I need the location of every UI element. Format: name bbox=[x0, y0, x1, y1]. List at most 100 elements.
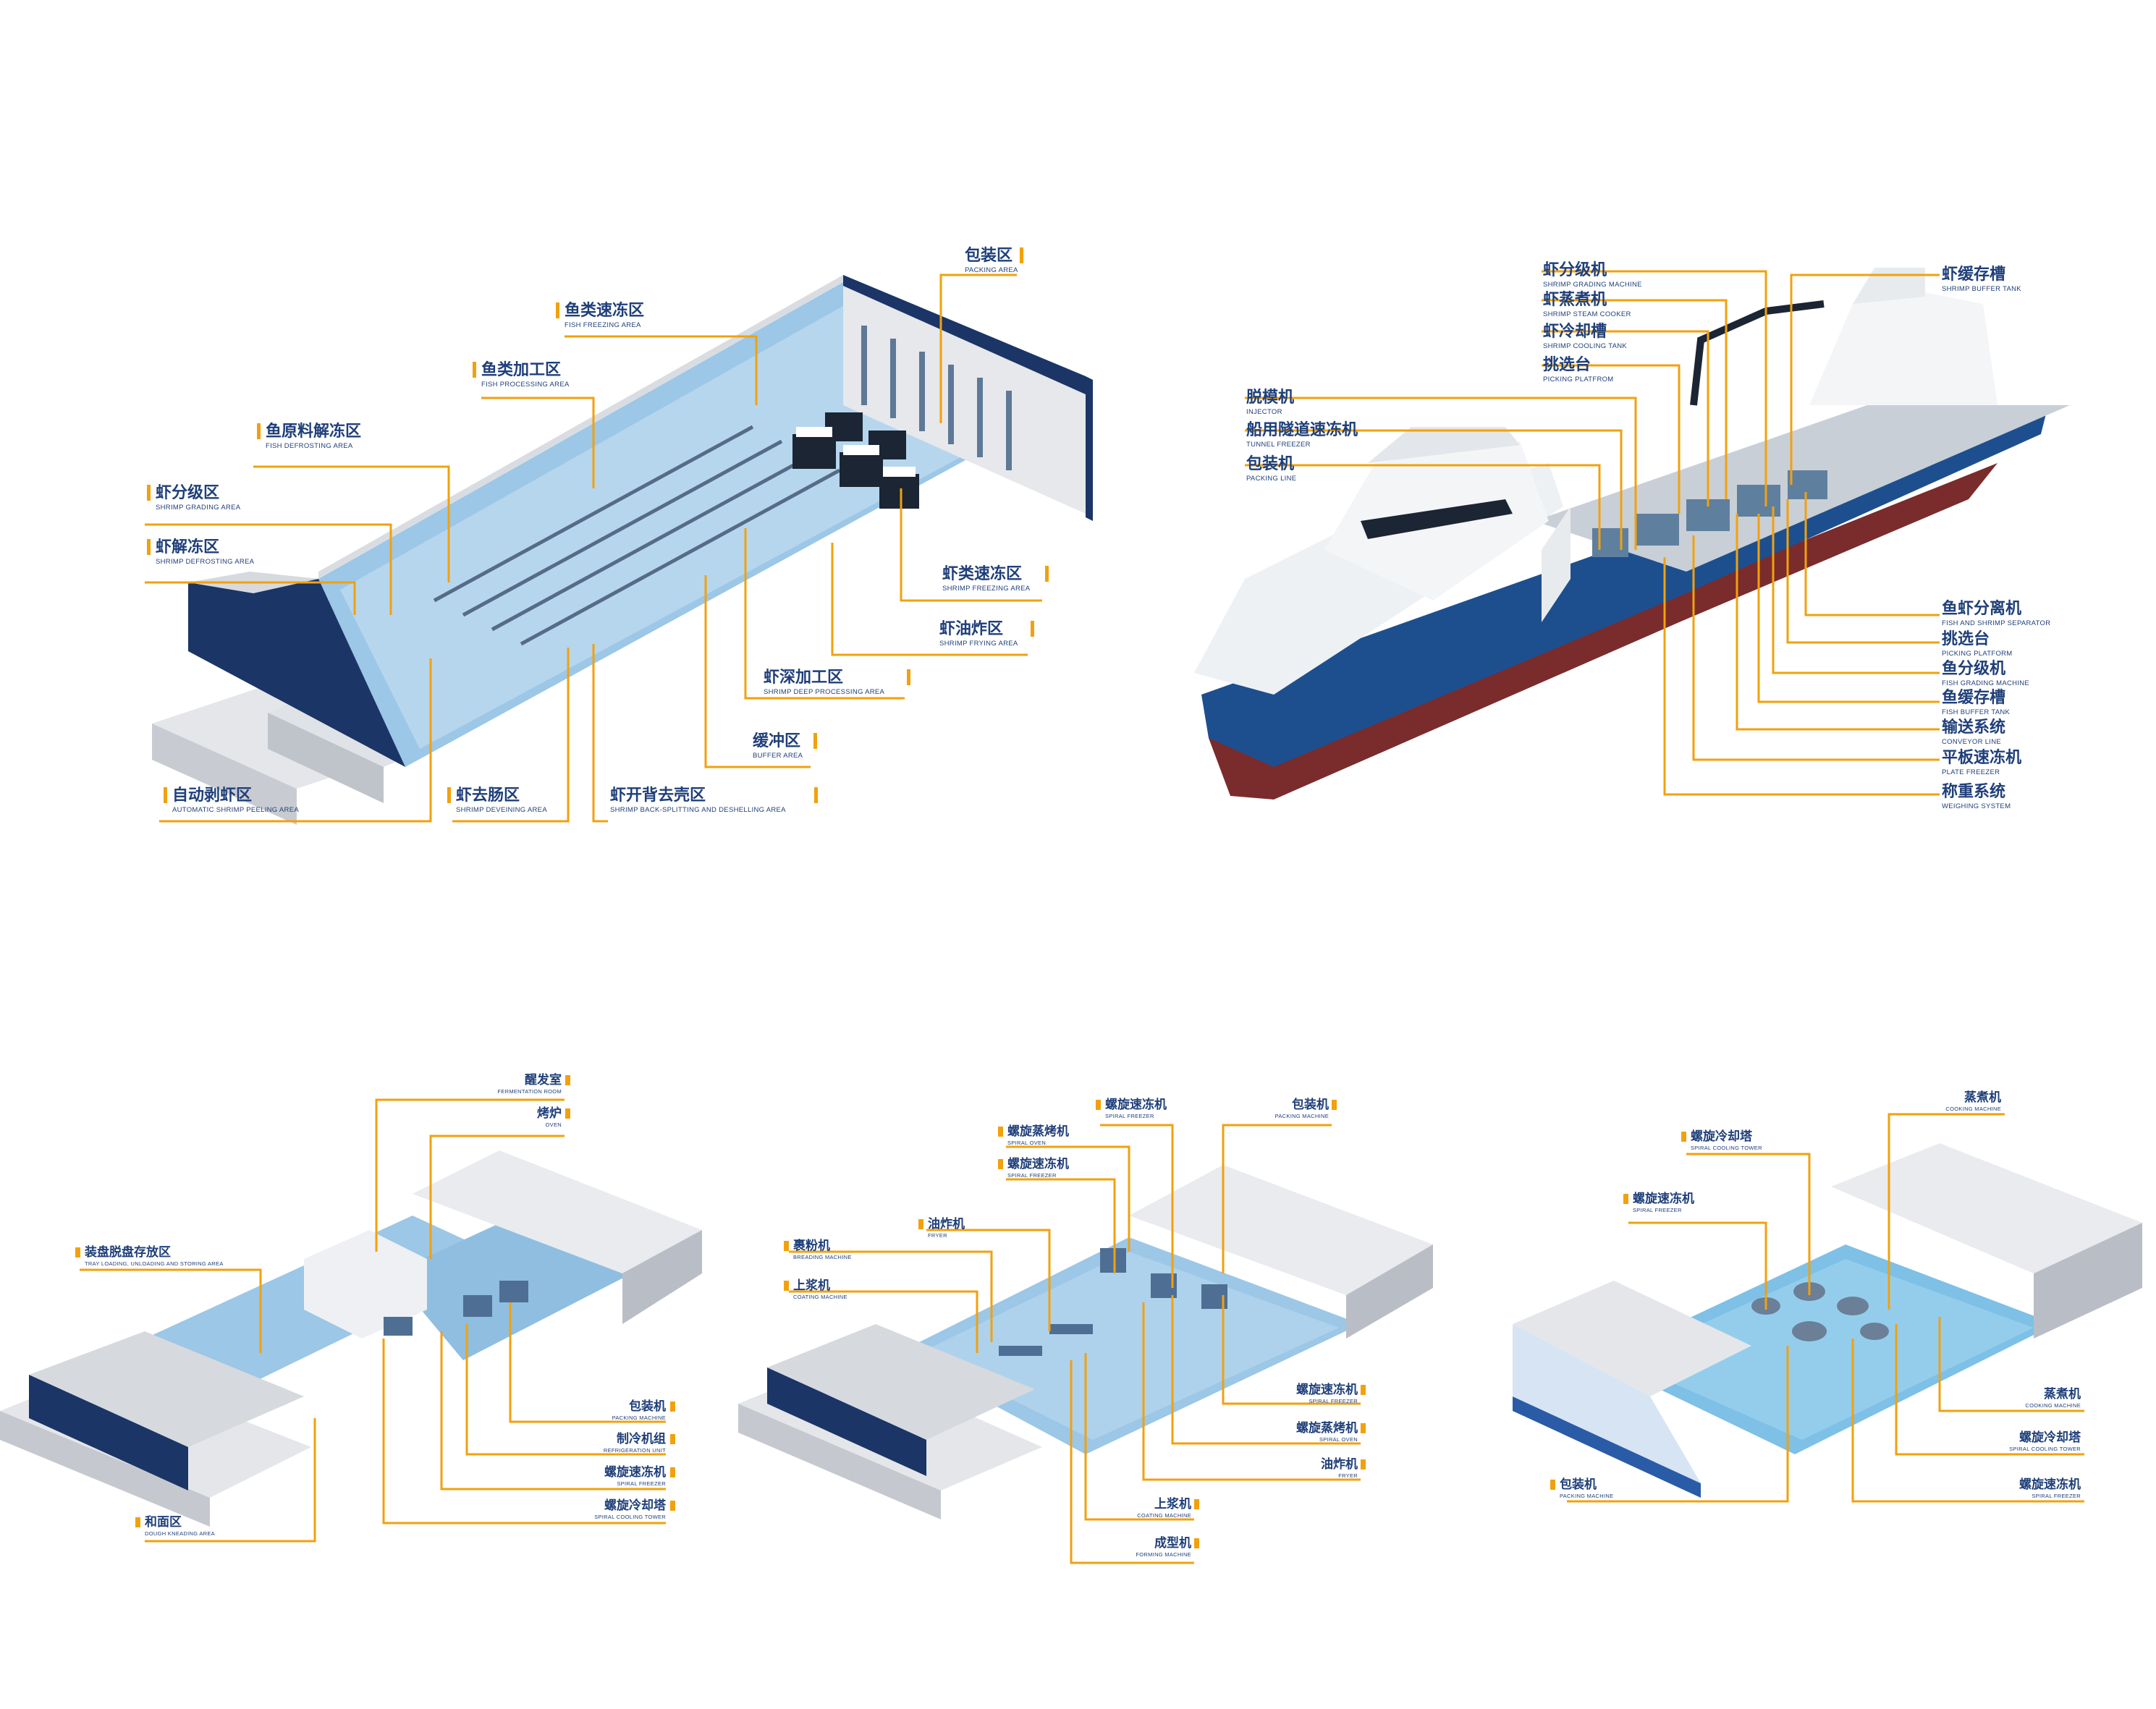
accent-bar bbox=[814, 787, 818, 803]
accent-bar bbox=[1361, 1423, 1366, 1433]
accent-bar bbox=[147, 539, 151, 555]
accent-bar bbox=[135, 1517, 140, 1527]
bakery-left-block-front bbox=[29, 1375, 188, 1490]
accent-bar bbox=[1045, 566, 1049, 582]
cooked-floor-inner bbox=[1621, 1259, 2034, 1440]
hold-side-wall bbox=[1086, 376, 1093, 521]
accent-bar bbox=[1020, 247, 1023, 263]
leader-line bbox=[1736, 514, 1940, 731]
leader-line bbox=[481, 396, 595, 488]
leader-line bbox=[1686, 1153, 1811, 1295]
leader-line bbox=[465, 1324, 666, 1456]
hold-shelving bbox=[861, 326, 1012, 470]
leader-line bbox=[704, 575, 811, 768]
leader-line bbox=[429, 1135, 565, 1259]
cooked-hall-roof bbox=[1831, 1143, 2142, 1273]
leader-line bbox=[1245, 396, 1637, 550]
leader-line bbox=[253, 465, 450, 582]
accent-bar bbox=[1194, 1538, 1199, 1548]
leader-line bbox=[1692, 535, 1940, 761]
accent-bar bbox=[147, 485, 151, 501]
leader-line bbox=[1006, 1145, 1130, 1252]
cooked-left-wall bbox=[1513, 1324, 1701, 1483]
accent-bar bbox=[1623, 1194, 1628, 1204]
accent-bar bbox=[784, 1241, 789, 1251]
leader-line bbox=[509, 1302, 666, 1423]
leader-line bbox=[1786, 499, 1940, 644]
leader-line bbox=[1006, 1178, 1116, 1273]
leader-line bbox=[1663, 557, 1940, 796]
accent-bar bbox=[473, 362, 476, 378]
accent-bar bbox=[670, 1501, 675, 1511]
leader-line bbox=[145, 1418, 316, 1543]
leader-line bbox=[1542, 299, 1728, 499]
vessel-bridge-windows bbox=[1361, 499, 1513, 539]
bakery-hall-roof bbox=[413, 1150, 702, 1273]
vessel-hull-lower bbox=[1209, 463, 1998, 800]
vessel-aft-house bbox=[1809, 289, 1998, 405]
hold-bow-wall-dark bbox=[843, 275, 1086, 394]
accent-bar bbox=[1096, 1100, 1101, 1110]
leader-line bbox=[789, 1250, 993, 1342]
accent-bar bbox=[998, 1159, 1003, 1169]
leader-line bbox=[1804, 492, 1940, 616]
accent-bar bbox=[670, 1467, 675, 1477]
leader-line bbox=[159, 658, 432, 823]
vessel-deck-wall bbox=[1542, 506, 1571, 622]
leader-line bbox=[80, 1268, 262, 1353]
leader-line bbox=[1245, 464, 1601, 550]
cooked-left-roof bbox=[1513, 1281, 1751, 1396]
accent-bar bbox=[164, 787, 167, 803]
accent-bar bbox=[1361, 1385, 1366, 1395]
bakery-fermentation-box bbox=[304, 1230, 427, 1339]
leader-line bbox=[565, 335, 758, 405]
accent-bar bbox=[918, 1219, 923, 1229]
leader-line bbox=[1895, 1324, 2084, 1456]
accent-bar bbox=[1550, 1480, 1555, 1490]
vessel-bridge-top bbox=[1368, 427, 1520, 463]
leader-line bbox=[1757, 514, 1940, 703]
leader-line bbox=[145, 523, 392, 615]
fried-left-block bbox=[767, 1324, 1035, 1440]
accent-bar bbox=[670, 1401, 675, 1412]
leader-line bbox=[1772, 506, 1940, 674]
leader-line bbox=[375, 1098, 565, 1252]
leader-line bbox=[1100, 1124, 1174, 1288]
accent-bar bbox=[1332, 1100, 1337, 1110]
leader-line bbox=[744, 528, 905, 700]
hold-stern-block2-front bbox=[268, 713, 384, 803]
accent-bar bbox=[565, 1108, 570, 1119]
